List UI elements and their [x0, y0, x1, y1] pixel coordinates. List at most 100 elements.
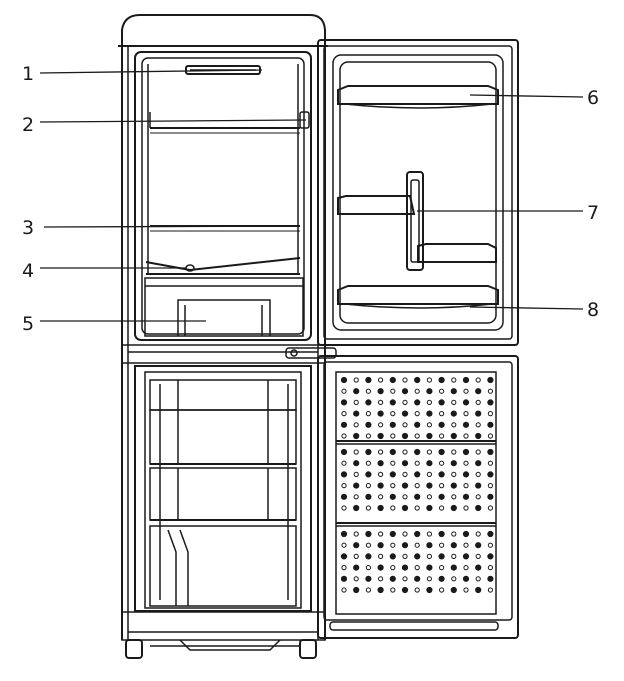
door-balcony — [337, 85, 499, 309]
door-dot — [353, 494, 359, 500]
door-tray — [337, 171, 497, 271]
door-dot — [377, 564, 384, 571]
door-dot — [365, 575, 372, 582]
door-dot — [340, 575, 348, 582]
door-dot — [390, 505, 396, 511]
door-dot — [426, 460, 433, 467]
door-dot — [426, 449, 432, 455]
door-dot — [365, 471, 372, 478]
door-dot — [389, 493, 396, 500]
door-dot — [414, 553, 421, 560]
door-dot — [487, 565, 493, 571]
door-dot — [462, 530, 470, 538]
door-dot — [390, 587, 396, 593]
door-dot — [451, 576, 457, 582]
door-dot — [378, 576, 384, 582]
door-dot — [353, 432, 360, 440]
door-dot — [390, 483, 396, 489]
door-dot — [426, 410, 433, 417]
callout-1: 1 — [22, 63, 263, 85]
door-dot — [463, 565, 469, 571]
door-dot — [353, 399, 359, 405]
door-dot — [365, 421, 372, 428]
door-dot — [451, 422, 457, 428]
door-dot — [365, 493, 372, 500]
door-dot — [378, 449, 384, 455]
door-dot — [475, 586, 482, 594]
door-dot — [401, 542, 409, 549]
door-dot — [438, 399, 445, 406]
door-dot — [340, 471, 348, 478]
freezer-drawer — [149, 379, 297, 607]
door-dot — [487, 388, 493, 394]
callout-6-number: 6 — [587, 87, 599, 109]
door-dot — [378, 422, 384, 428]
door-dot — [487, 587, 493, 593]
door-dot — [450, 586, 457, 594]
door-dot — [426, 422, 432, 428]
fridge-compartment — [134, 51, 312, 341]
door-dot — [451, 494, 457, 500]
door-dot — [438, 493, 445, 500]
door-dot — [340, 448, 348, 456]
door-dot — [389, 530, 396, 538]
door-dot — [340, 376, 348, 384]
door-dot — [487, 448, 494, 456]
callout-1-number: 1 — [22, 63, 34, 85]
door-dot — [463, 483, 469, 489]
door-dot — [438, 575, 445, 582]
door-dot — [414, 388, 420, 394]
door-dot — [365, 411, 371, 417]
door-dot — [487, 376, 494, 384]
door-dot — [462, 493, 470, 500]
door-hinge — [285, 347, 337, 359]
door-dot — [450, 460, 457, 467]
door-dot — [414, 399, 421, 406]
callout-5-number: 5 — [22, 313, 34, 335]
door-dot — [475, 432, 482, 440]
glass-shelf — [150, 127, 300, 232]
door-dot — [475, 471, 481, 477]
door-dot — [426, 586, 433, 594]
door-dot — [401, 432, 409, 440]
crisper-drawer — [144, 277, 304, 337]
callout-3-number: 3 — [22, 217, 34, 239]
door-dot — [439, 411, 445, 417]
door-dot — [353, 531, 359, 537]
door-dot — [439, 433, 445, 439]
door-dot — [389, 421, 396, 428]
callout-3: 3 — [22, 217, 301, 239]
door-dot — [426, 432, 433, 440]
door-dot — [487, 493, 494, 500]
door-dot — [463, 433, 469, 439]
door-dot — [341, 505, 347, 511]
door-dot — [402, 553, 408, 560]
door-dot — [377, 410, 384, 417]
door-dot — [426, 504, 433, 512]
door-dot — [475, 494, 481, 500]
door-dot — [475, 553, 481, 560]
door-dot — [341, 587, 347, 593]
door-dot — [365, 388, 371, 394]
door-dot — [401, 504, 409, 512]
door-dot — [426, 494, 432, 500]
door-dot — [402, 494, 408, 500]
door-dot — [463, 460, 469, 466]
door-dot — [341, 565, 347, 571]
door-dot — [341, 460, 347, 466]
door-dot — [365, 505, 371, 511]
door-dot — [390, 565, 396, 571]
door-dot — [341, 388, 347, 394]
door-dot — [487, 505, 493, 511]
door-dot — [426, 471, 432, 477]
door-dot — [390, 433, 396, 439]
door-dot — [353, 564, 360, 571]
door-dot — [462, 376, 470, 384]
door-dot — [365, 565, 371, 571]
door-dot — [402, 531, 408, 537]
door-dot — [487, 542, 493, 548]
door-dot — [426, 553, 432, 560]
door-dot — [487, 471, 494, 478]
door-dot — [462, 448, 470, 456]
door-dot — [438, 471, 445, 478]
